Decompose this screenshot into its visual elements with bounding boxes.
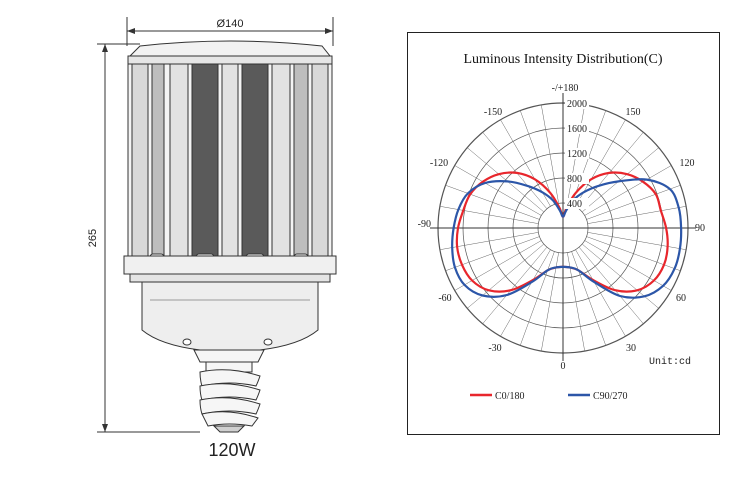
height-dimension-label: 265: [87, 229, 99, 247]
grid-spoke: [584, 240, 672, 291]
radial-tick-label: 1200: [567, 149, 587, 160]
grid-spoke: [454, 165, 542, 216]
grid-spoke: [581, 147, 659, 213]
grid-spoke: [454, 240, 542, 291]
grid-spoke: [571, 251, 606, 346]
lamp-drawing: Ø140 265: [87, 17, 337, 460]
unit-label: Unit:cd: [649, 356, 691, 368]
angle-label: -60: [438, 293, 451, 304]
grid-spoke: [467, 147, 545, 213]
grid-spoke: [587, 206, 687, 224]
angle-label: 150: [626, 107, 641, 118]
grid-spoke: [575, 249, 626, 337]
grid-spoke: [587, 232, 687, 250]
angle-label: 0: [561, 361, 566, 372]
grid-spoke: [541, 104, 559, 204]
grid-spoke: [467, 243, 545, 309]
radial-tick-label: 1600: [567, 124, 587, 135]
grid-spoke: [482, 132, 548, 210]
radial-tick-label: 800: [567, 174, 582, 185]
polar-series: [451, 171, 683, 299]
legend-label: C90/270: [593, 391, 627, 402]
grid-spoke: [578, 132, 644, 210]
radial-tick-bg: [565, 123, 589, 134]
grid-spoke: [578, 246, 644, 324]
radial-tick-bg: [565, 173, 589, 184]
grid-spoke: [439, 206, 539, 224]
grid-spoke: [541, 252, 559, 352]
grid-spoke: [445, 236, 540, 271]
grid-spoke: [500, 249, 551, 337]
angle-label: -150: [484, 107, 502, 118]
radial-tick-bg: [565, 198, 589, 209]
radial-tick-bg: [565, 148, 589, 159]
grid-spoke: [567, 252, 585, 352]
radial-tick-bg: [565, 98, 589, 109]
lamp-top-cap: [127, 40, 333, 65]
lamp-collar: [123, 255, 337, 283]
chart-legend: C0/180 C90/270: [470, 391, 627, 402]
angle-label: -30: [488, 343, 501, 354]
radial-tick-label: 400: [567, 199, 582, 210]
polar-grid: [430, 93, 696, 361]
height-dimension: [97, 43, 200, 433]
grid-spoke: [586, 185, 681, 220]
angle-label: -90: [418, 219, 431, 230]
grid-spoke: [482, 246, 548, 324]
angle-label: 30: [626, 343, 636, 354]
angle-label: 60: [676, 293, 686, 304]
angle-label: 90: [695, 223, 705, 234]
grid-spoke: [445, 185, 540, 220]
angle-label: -120: [430, 158, 448, 169]
lamp-driver-housing: [141, 281, 319, 351]
legend-label: C0/180: [495, 391, 524, 402]
polar-labels: 2000 1600 1200 800 400 -/+180 150 120 90 60 30 0 -30…: [418, 83, 705, 372]
angle-label: -/+180: [552, 83, 579, 94]
lamp-heatsink: [127, 63, 333, 269]
grid-spoke: [520, 251, 555, 346]
chart-title: Luminous Intensity Distribution(C): [463, 52, 662, 67]
lamp-outline: Ø140 265: [87, 17, 337, 433]
polar-chart: Luminous Intensity Distribution(C) 2000 1…: [418, 52, 705, 402]
series-line-c90-270: [451, 178, 683, 299]
radial-tick-label: 2000: [567, 99, 587, 110]
wattage-label: 120W: [208, 440, 256, 460]
angle-label: 120: [680, 158, 695, 169]
lamp-screw-base: [193, 349, 265, 433]
grid-spoke: [439, 232, 539, 250]
series-line-c0-180: [455, 171, 669, 293]
grid-spoke: [584, 165, 672, 216]
grid-spoke: [581, 243, 659, 309]
polar-chart-panel: Luminous Intensity Distribution(C) 2000 1…: [407, 32, 720, 435]
width-dimension: [126, 17, 334, 46]
grid-spoke: [520, 110, 555, 205]
width-dimension-label: Ø140: [217, 18, 244, 30]
